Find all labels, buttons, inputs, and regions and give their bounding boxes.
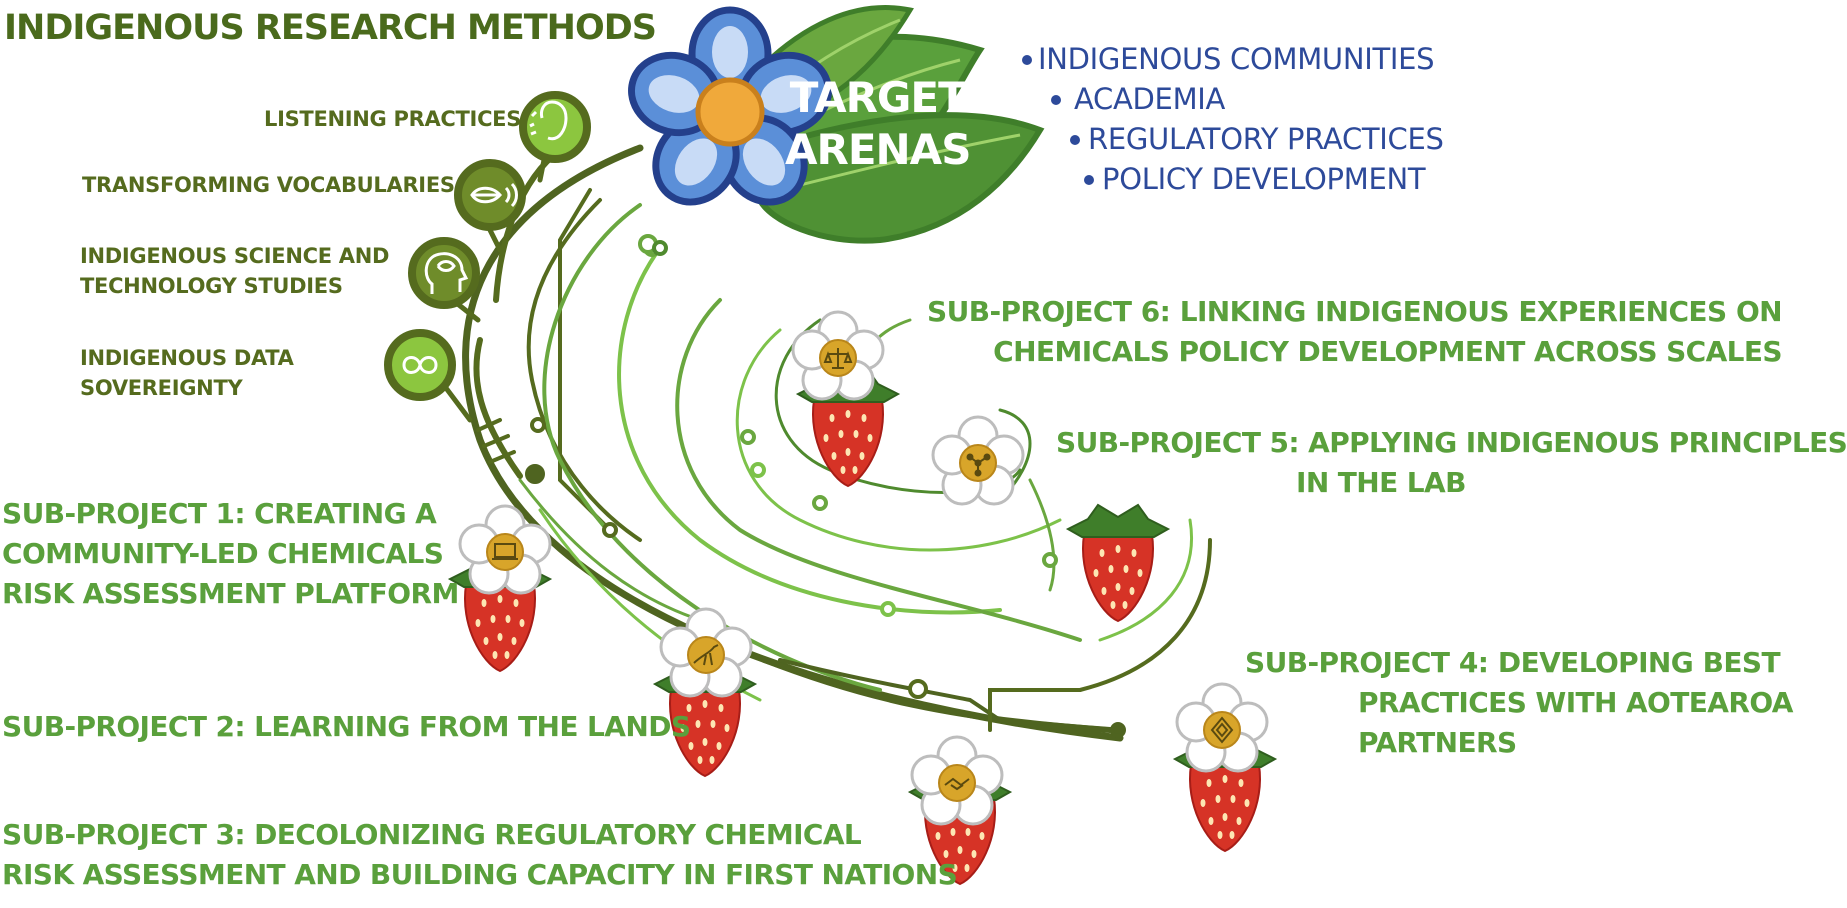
molecule-icon: [966, 453, 991, 477]
method-listening-practices: LISTENING PRACTICES: [264, 107, 522, 131]
laptop-icon: [492, 543, 518, 560]
scales-quill-icon: [823, 348, 853, 369]
subproject-5-label: SUB-PROJECT 5: APPLYING INDIGENOUS PRINC…: [1056, 426, 1847, 499]
subproject-1-label: SUB-PROJECT 1: CREATING A COMMUNITY-LED …: [2, 497, 459, 610]
page-title: INDIGENOUS RESEARCH METHODS: [4, 8, 657, 48]
arena-indigenous-communities: INDIGENOUS COMMUNITIES: [1038, 42, 1435, 76]
arena-bullets: [1022, 55, 1094, 185]
sp5-flower: [931, 415, 1025, 506]
subproject-6-label: SUB-PROJECT 6: LINKING INDIGENOUS EXPERI…: [927, 295, 1783, 368]
subproject-4-label: SUB-PROJECT 4: DEVELOPING BEST PRACTICES…: [1245, 646, 1793, 759]
diagram-artwork: [384, 5, 1276, 885]
sp6-flower: [791, 310, 885, 401]
sp1-flower: [458, 504, 552, 595]
handshake-icon: [944, 777, 970, 791]
method-indigenous-sts: INDIGENOUS SCIENCE AND TECHNOLOGY STUDIE…: [80, 244, 390, 298]
sp5-strawberry: [1067, 504, 1169, 622]
heron-icon: [693, 644, 719, 666]
arena-regulatory-practices: REGULATORY PRACTICES: [1088, 122, 1444, 156]
sp2-flower: [659, 607, 753, 698]
method-icons: [384, 91, 591, 401]
subproject-3-label: SUB-PROJECT 3: DECOLONIZING REGULATORY C…: [2, 818, 958, 891]
arena-academia: ACADEMIA: [1074, 82, 1226, 116]
blue-flower: [628, 6, 832, 206]
infinity-cycle-icon: [402, 356, 438, 374]
ear-icon: [529, 100, 568, 141]
subproject-2-label: SUB-PROJECT 2: LEARNING FROM THE LANDS: [2, 710, 691, 743]
sp3-flower: [910, 735, 1004, 826]
mouth-speaking-icon: [470, 182, 518, 208]
method-indigenous-data-sovereignty: INDIGENOUS DATA SOVEREIGNTY: [80, 346, 294, 400]
carved-pattern-icon: [1210, 716, 1234, 744]
target-arenas-label: TARGET ARENAS: [785, 73, 971, 174]
arena-policy-development: POLICY DEVELOPMENT: [1102, 162, 1426, 196]
sp4-flower: [1175, 682, 1269, 773]
brain-head-icon: [424, 252, 469, 294]
method-transforming-vocabularies: TRANSFORMING VOCABULARIES: [82, 173, 455, 197]
